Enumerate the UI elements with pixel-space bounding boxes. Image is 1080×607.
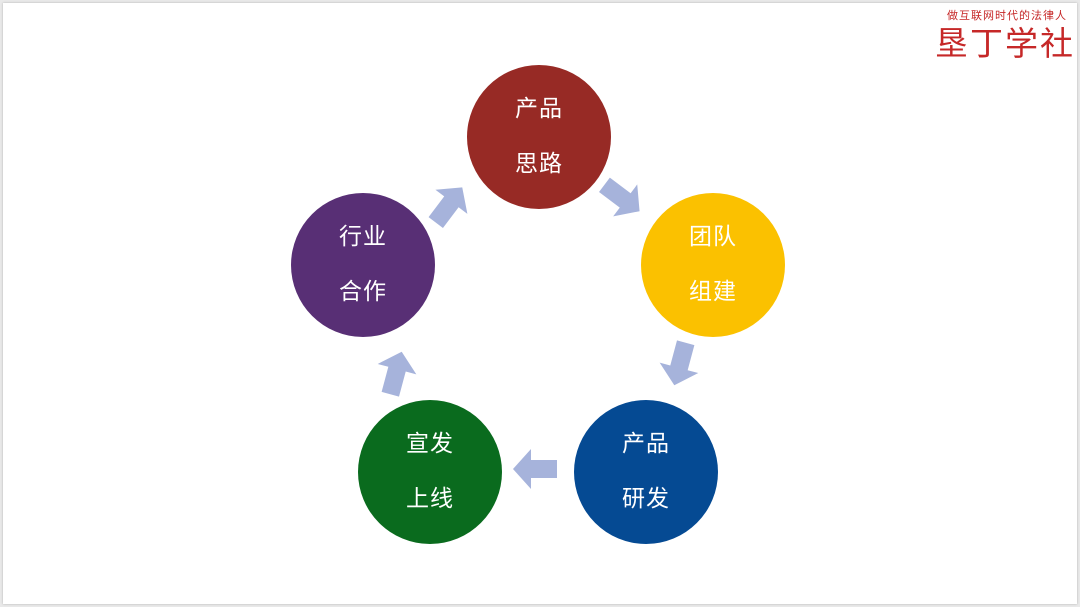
circle-product-dev: 产品 研发	[574, 400, 718, 544]
circle-industry-coop: 行业 合作	[291, 193, 435, 337]
circle-label-line1: 产品	[622, 431, 670, 457]
circle-label-line2: 合作	[339, 279, 387, 305]
cycle-arrows	[377, 177, 699, 489]
circle-launch: 宣发 上线	[358, 400, 502, 544]
circle-label-line2: 上线	[406, 486, 454, 512]
circle-label-line2: 思路	[515, 151, 563, 177]
circle-product-thinking: 产品 思路	[467, 65, 611, 209]
circle-label-line1: 宣发	[406, 431, 454, 457]
arrow-dev-to-launch-icon	[513, 449, 557, 489]
circle-label-line2: 组建	[689, 279, 737, 305]
brand-logo: 做互联网时代的法律人 垦丁学社	[935, 9, 1075, 63]
slide: 做互联网时代的法律人 垦丁学社 产品 思路 团队 组建 产品 研发	[3, 3, 1077, 604]
arrow-industry-to-thinking-icon	[428, 187, 468, 228]
arrow-team-to-dev-icon	[659, 340, 699, 386]
circle-label-line2: 研发	[622, 486, 670, 512]
circle-label-line1: 产品	[515, 96, 563, 122]
arrow-launch-to-industry-icon	[377, 351, 417, 397]
logo-tagline: 做互联网时代的法律人	[947, 9, 1067, 22]
circle-label-line1: 行业	[339, 224, 387, 250]
circle-label-line1: 团队	[689, 224, 737, 250]
circle-team-building: 团队 组建	[641, 193, 785, 337]
arrow-thinking-to-team-icon	[599, 177, 640, 217]
logo-name: 垦丁学社	[935, 24, 1075, 63]
